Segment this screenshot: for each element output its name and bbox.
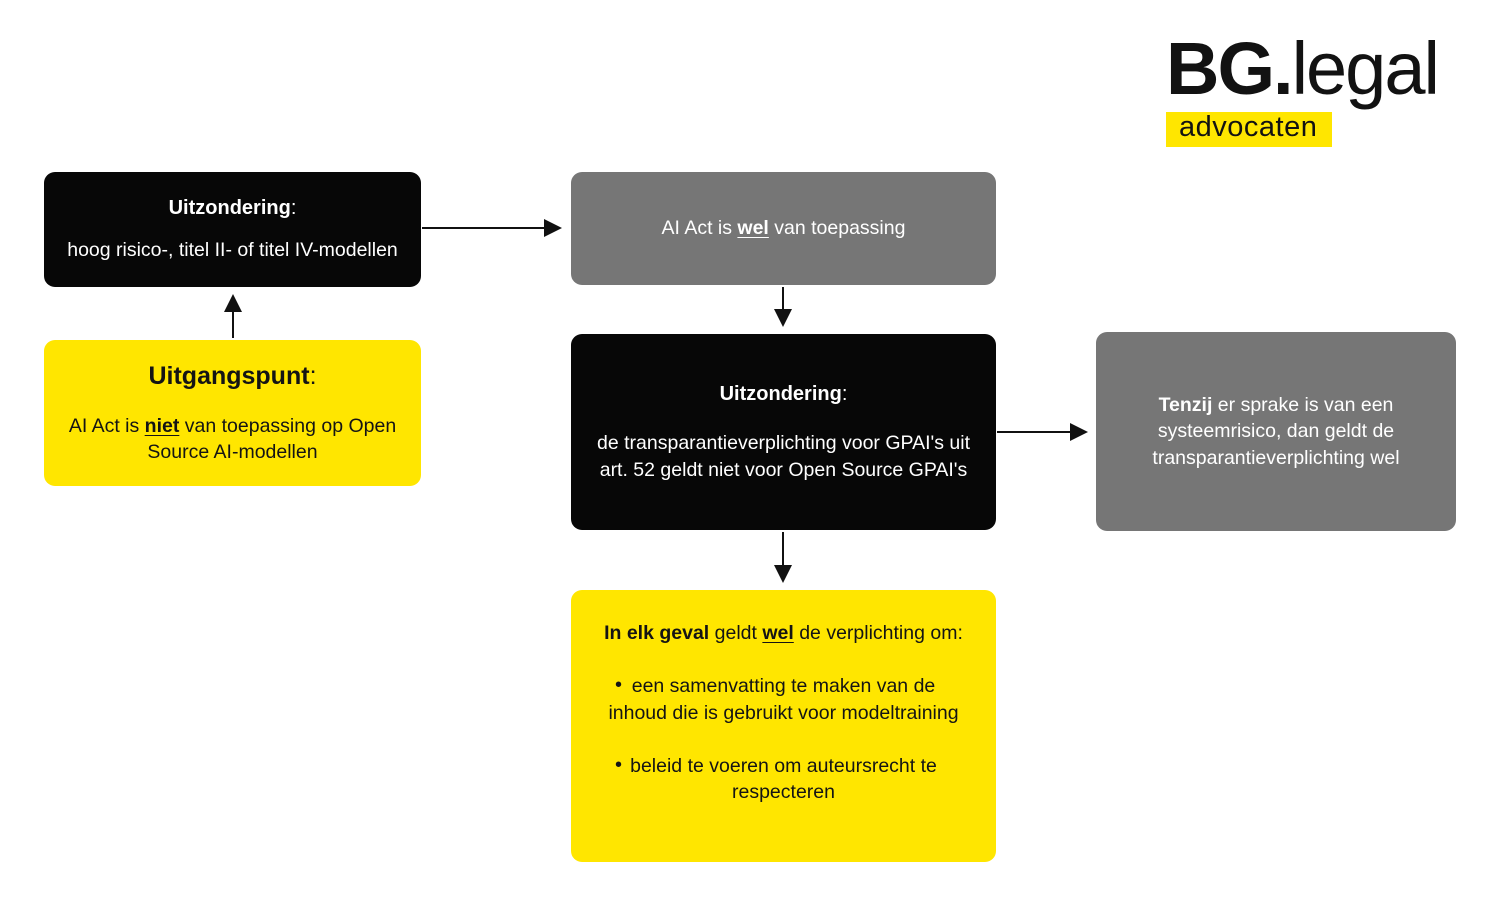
list-item: een samenvatting te maken van de inhoud … [591, 673, 976, 726]
box-body: AI Act is niet van toepassing op Open So… [68, 415, 397, 464]
box-intro: In elk geval geldt wel de verplichting o… [604, 622, 963, 644]
box-body: Tenzij er sprake is van een systeemrisic… [1152, 394, 1400, 469]
obligations-list: een samenvatting te maken van de inhoud … [591, 673, 976, 805]
box-title: Uitzondering: [168, 197, 297, 220]
box-body: AI Act is wel van toepassing [661, 217, 906, 240]
box-title: Uitzondering: [719, 383, 848, 406]
box-body: hoog risico-, titel II- of titel IV-mode… [67, 239, 398, 262]
box-body: de transparantieverplichting voor GPAI's… [597, 432, 970, 481]
bullet-icon [615, 752, 622, 779]
box-verplichtingen: In elk geval geldt wel de verplichting o… [571, 590, 996, 862]
box-uitzondering-transparantie: Uitzondering: de transparantieverplichti… [571, 334, 996, 530]
box-title: Uitgangspunt: [148, 362, 317, 391]
list-item-text: beleid te voeren om auteursrecht te resp… [630, 754, 937, 804]
list-item-text: een samenvatting te maken van de inhoud … [608, 675, 959, 724]
logo-brand-bold: BG. [1166, 27, 1294, 110]
box-uitgangspunt: Uitgangspunt: AI Act is niet van toepass… [44, 340, 421, 486]
logo-tagline: advocaten [1166, 112, 1333, 147]
bullet-icon [615, 672, 622, 699]
box-tenzij-systeemrisico: Tenzij er sprake is van een systeemrisic… [1096, 332, 1456, 531]
list-item: beleid te voeren om auteursrecht te resp… [591, 753, 976, 806]
logo-wordmark: BG.legal [1166, 32, 1456, 106]
box-ai-act-wel-van-toepassing: AI Act is wel van toepassing [571, 172, 996, 285]
bg-legal-logo: BG.legal advocaten [1166, 32, 1456, 147]
logo-brand-light: legal [1291, 27, 1440, 110]
box-uitzondering-hoog-risico: Uitzondering: hoog risico-, titel II- of… [44, 172, 421, 287]
